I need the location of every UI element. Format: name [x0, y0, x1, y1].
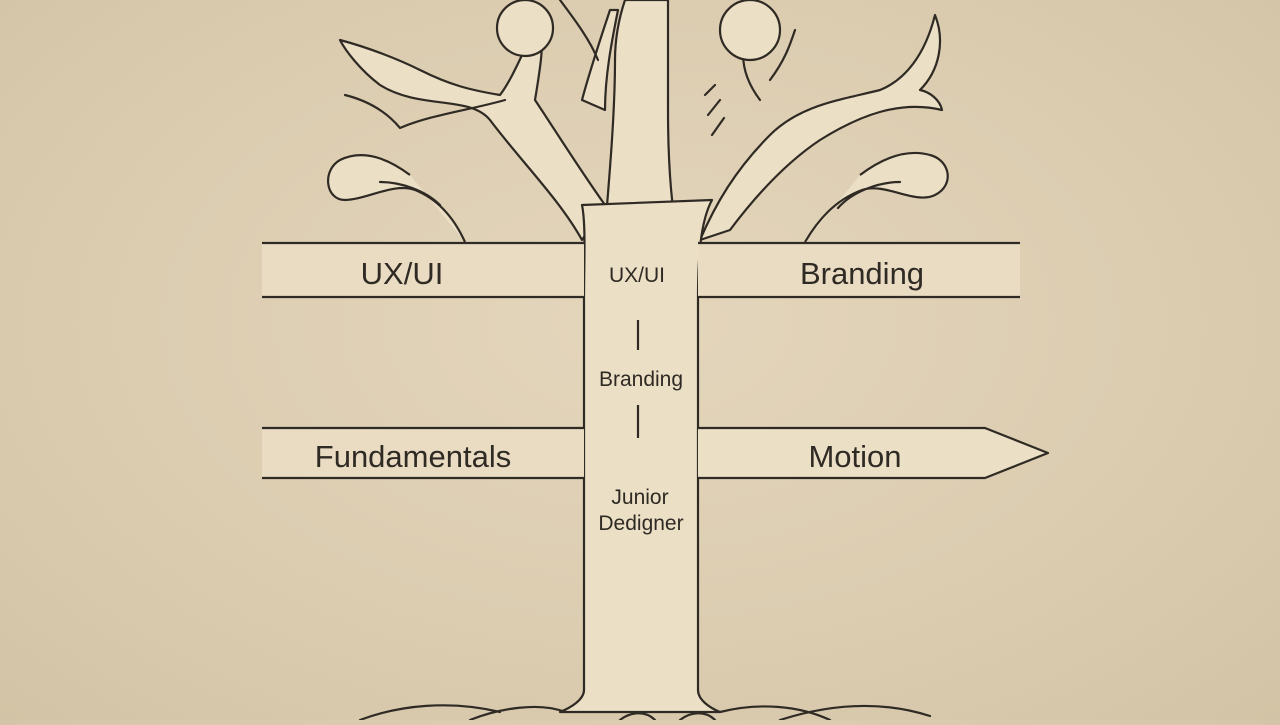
upper-trunk [603, 0, 680, 242]
roots [358, 704, 932, 722]
plank-lower-left [262, 428, 584, 478]
branch-label-lower-right: Motion [808, 439, 901, 474]
trunk-label-bottom-line1: Junior [611, 486, 668, 509]
left-curl-leaf [327, 154, 467, 243]
trunk-label-bottom-line2: Dedigner [598, 512, 683, 535]
plank-lower-right-arrow [698, 426, 1050, 480]
plank-upper-left [262, 243, 584, 297]
upper-left-leaf [495, 0, 555, 58]
upper-right-leaf [718, 0, 782, 62]
upper-left-branch [338, 18, 607, 242]
upper-center-fork [558, 0, 600, 62]
upper-center-left-branch [580, 8, 620, 112]
trunk-label-top: UX/UI [609, 264, 665, 287]
plank-upper-right [698, 243, 1020, 297]
branch-label-upper-right: Branding [800, 256, 924, 291]
upper-right-bark-marks [703, 83, 726, 137]
upper-right-branch [698, 13, 944, 242]
right-curl-leaf [804, 151, 949, 243]
branch-label-upper-left: UX/UI [361, 256, 444, 291]
trunk-label-middle: Branding [599, 368, 683, 391]
branch-label-lower-left: Fundamentals [315, 439, 511, 474]
upper-left-sub-branch [343, 93, 507, 130]
